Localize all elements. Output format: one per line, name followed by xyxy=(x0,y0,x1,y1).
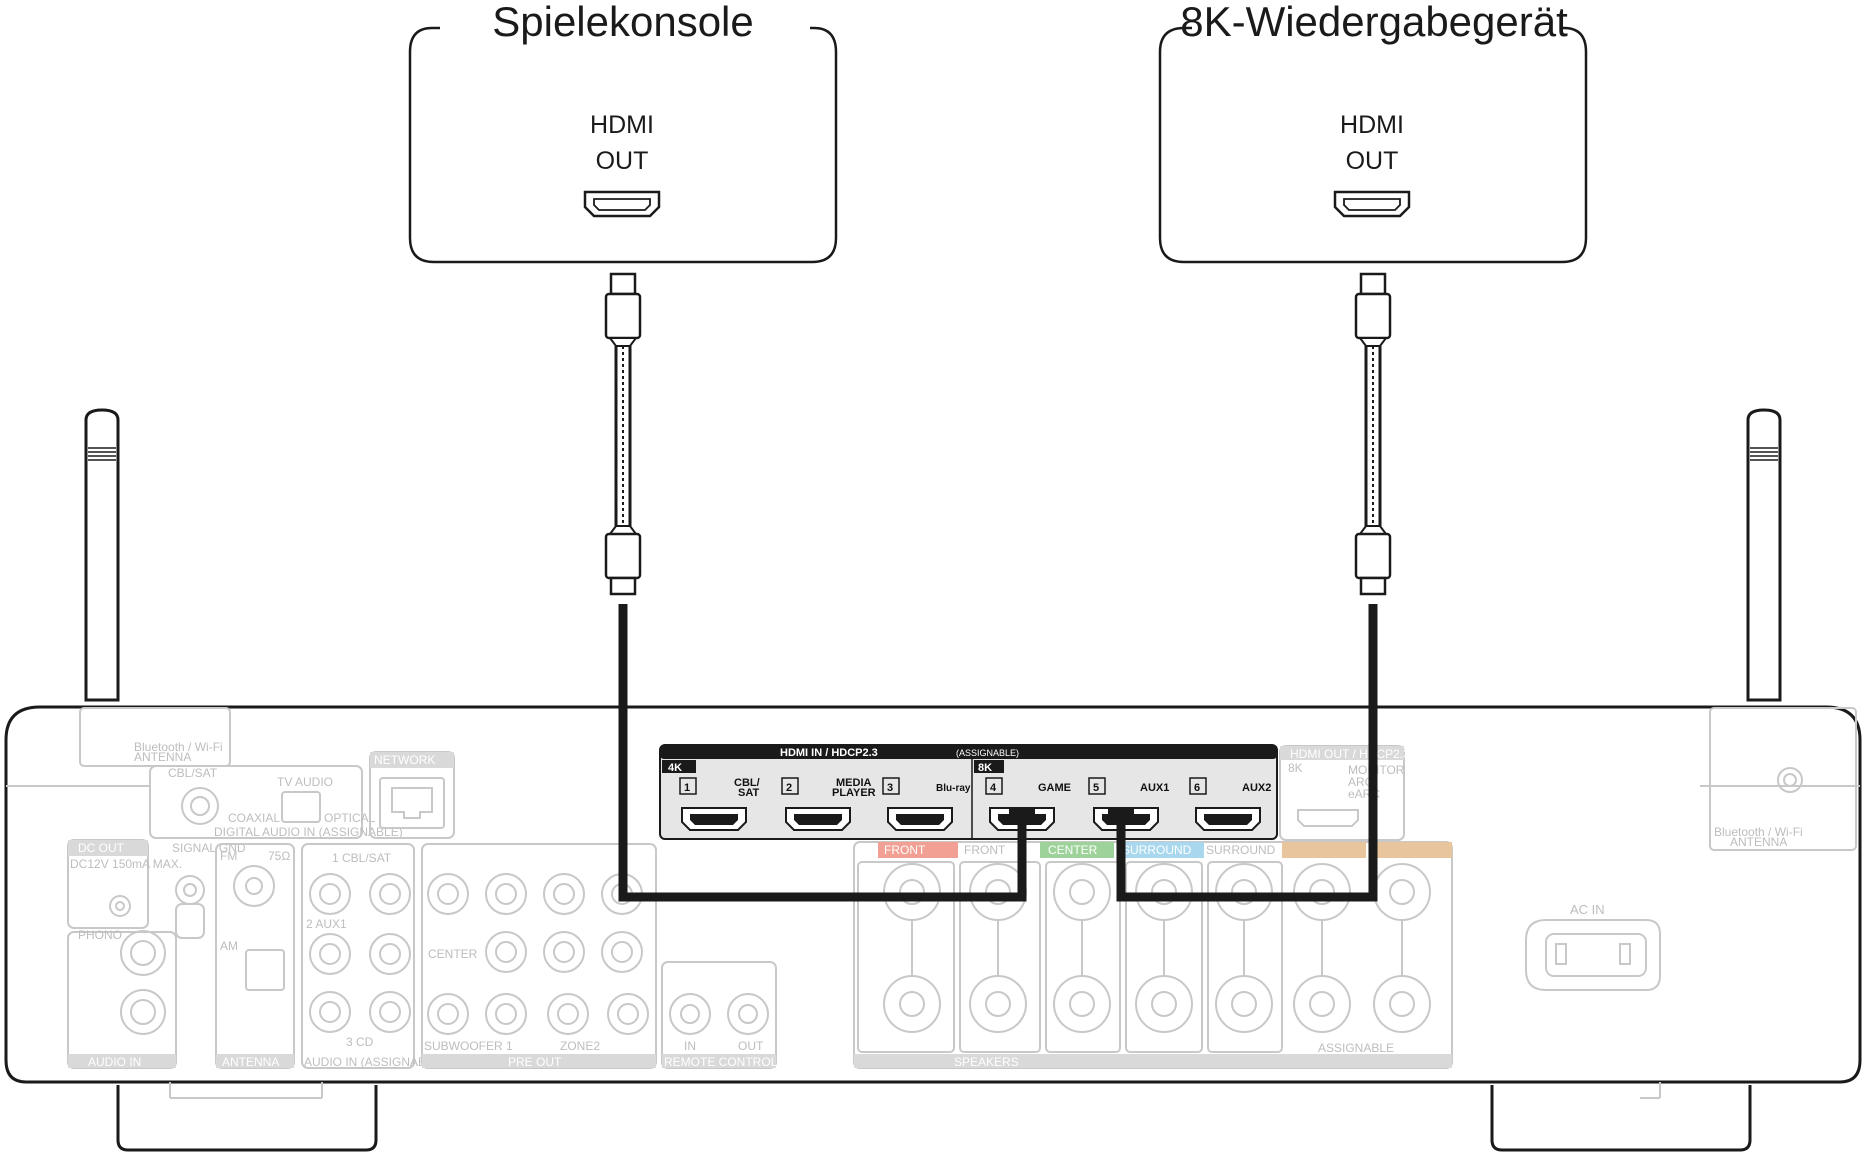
label-fm-ohm: 75Ω xyxy=(268,849,290,863)
label-bt-antenna-2: ANTENNA xyxy=(134,750,191,764)
input-number: 6 xyxy=(1194,782,1200,794)
label-optical: OPTICAL xyxy=(324,811,376,825)
label-am: AM xyxy=(220,939,238,953)
input-number: 3 xyxy=(887,782,893,794)
device-8k-player: 8K-Wiedergabegerät HDMI OUT xyxy=(1158,0,1588,264)
label-audio-in-assignable: AUDIO IN (ASSIGNABLE) xyxy=(304,1055,445,1069)
label-surround-l: SURROUND xyxy=(1206,843,1276,857)
hdmi-in-1: 1 CBL/ SAT xyxy=(679,777,760,831)
label-remote-control: REMOTE CONTROL xyxy=(664,1055,778,1069)
label-cd-3: 3 CD xyxy=(346,1035,374,1049)
label-dc-out-spec: DC12V 150mA MAX. xyxy=(70,857,182,871)
label-cbl-sat: CBL/SAT xyxy=(168,766,218,780)
input-label: Blu-ray xyxy=(936,783,971,794)
label-subwoofer1: SUBWOOFER 1 xyxy=(424,1039,513,1053)
label-aux-2: 2 AUX1 xyxy=(306,917,347,931)
hdmi-out-port-icon xyxy=(583,190,661,218)
swatch-center xyxy=(1040,842,1114,858)
label-arc: ARC xyxy=(1348,775,1374,789)
group-4k-label: 4K xyxy=(668,762,682,774)
label-bt-antenna: Bluetooth / Wi-Fi xyxy=(134,740,223,754)
group-8k-label: 8K xyxy=(978,762,992,774)
hdmi-in-3: 3 Blu-ray xyxy=(882,777,971,831)
label-pre-out: PRE OUT xyxy=(508,1055,562,1069)
foot-left xyxy=(116,1085,378,1152)
hdmi-cable-8k-player xyxy=(1116,272,1392,902)
label-hdmi-out: HDMI OUT / HDCP2.3 xyxy=(1290,747,1410,761)
label-ac-in: AC IN xyxy=(1570,902,1605,917)
label-bt-antenna-right-2: ANTENNA xyxy=(1730,835,1787,849)
label-front-r: FRONT xyxy=(884,843,926,857)
input-label-2: PLAYER xyxy=(832,787,876,799)
label-phono: PHONO xyxy=(78,928,122,942)
input-label: AUX2 xyxy=(1242,782,1271,794)
hdmi-in-6-aux2: 6 AUX2 xyxy=(1189,777,1271,831)
label-speakers: SPEAKERS xyxy=(954,1055,1019,1069)
hdmi-panel-title: HDMI IN / HDCP2.3 xyxy=(780,747,878,759)
hdmi-cable-console xyxy=(604,272,1027,902)
label-assignable: ASSIGNABLE xyxy=(1318,1041,1394,1055)
label-tv-audio: TV AUDIO xyxy=(277,775,333,789)
label-fm: FM xyxy=(220,849,237,863)
input-label: GAME xyxy=(1038,782,1071,794)
label-remote-in: IN xyxy=(684,1039,696,1053)
port-label-out: OUT xyxy=(1346,147,1399,175)
input-label: AUX1 xyxy=(1140,782,1169,794)
input-number: 5 xyxy=(1093,782,1099,794)
swatch-surround-back xyxy=(1282,842,1366,858)
label-hdmi-out-8k: 8K xyxy=(1288,761,1303,775)
foot-right xyxy=(1490,1085,1752,1152)
label-zone2: ZONE2 xyxy=(560,1039,600,1053)
label-network: NETWORK xyxy=(374,753,435,767)
label-surround-r: SURROUND xyxy=(1122,843,1192,857)
hdmi-panel-assignable: (ASSIGNABLE) xyxy=(956,748,1019,758)
input-number: 2 xyxy=(786,782,792,794)
label-front-l: FRONT xyxy=(964,843,1006,857)
label-remote-out: OUT xyxy=(738,1039,764,1053)
port-label-out: OUT xyxy=(596,147,649,175)
antenna-right xyxy=(1746,408,1782,702)
device-spielekonsole: Spielekonsole HDMI OUT xyxy=(408,0,838,264)
input-label-2: SAT xyxy=(738,787,759,799)
hdmi-in-2: 2 MEDIA PLAYER xyxy=(781,777,876,831)
label-digital-audio-in: DIGITAL AUDIO IN (ASSIGNABLE) xyxy=(214,825,403,839)
input-number: 4 xyxy=(990,782,997,794)
device-title: Spielekonsole xyxy=(492,0,754,45)
swatch-surround xyxy=(1120,842,1204,858)
input-label: MEDIA xyxy=(836,777,872,789)
input-label: CBL/ xyxy=(734,777,760,789)
label-center-pre: CENTER xyxy=(428,947,478,961)
port-label-hdmi: HDMI xyxy=(1340,111,1404,139)
label-center: CENTER xyxy=(1048,843,1098,857)
label-dc-out: DC OUT xyxy=(78,841,125,855)
antenna-left xyxy=(84,408,120,702)
label-cbl-sat-1: 1 CBL/SAT xyxy=(332,851,392,865)
label-bt-antenna-right: Bluetooth / Wi-Fi xyxy=(1714,825,1803,839)
device-title: 8K-Wiedergabegerät xyxy=(1180,0,1568,45)
input-number: 1 xyxy=(684,782,690,794)
label-coaxial: COAXIAL xyxy=(228,811,280,825)
port-label-hdmi: HDMI xyxy=(590,111,654,139)
swatch-front-r xyxy=(878,842,958,858)
hdmi-out-port-icon xyxy=(1333,190,1411,218)
hdmi-in-panel: HDMI IN / HDCP2.3 (ASSIGNABLE) 4K 8K 1 C… xyxy=(659,744,1278,840)
label-audio-in: AUDIO IN xyxy=(88,1055,141,1069)
label-antenna: ANTENNA xyxy=(222,1055,279,1069)
